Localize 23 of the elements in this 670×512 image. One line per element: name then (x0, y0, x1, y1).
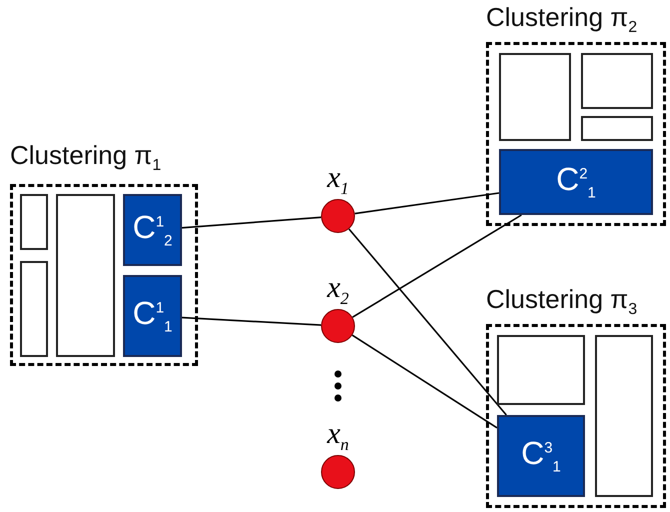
empty-cluster-box (497, 335, 585, 405)
cluster-title: Clustering π$_{3}$ (486, 283, 638, 320)
cluster-box (123, 194, 182, 266)
connector-line (352, 214, 522, 318)
cluster-title: Clustering π$_{2}$ (486, 1, 638, 38)
empty-cluster-box (20, 194, 48, 250)
variable-label: x$_{2}$ (326, 272, 350, 310)
empty-cluster-box (581, 53, 653, 109)
empty-cluster-box (595, 335, 653, 497)
empty-cluster-box (56, 194, 115, 357)
cluster-box (499, 149, 653, 215)
cluster-box (123, 275, 182, 357)
empty-cluster-box (499, 53, 571, 141)
connector-line (352, 334, 498, 428)
connector-line (182, 316, 322, 326)
connector-line (182, 216, 322, 229)
empty-cluster-box (581, 116, 653, 141)
cluster-title: Clustering π$_{1}$ (10, 139, 162, 176)
cluster-box (497, 415, 585, 497)
variable-label: x$_{n}$ (326, 418, 350, 456)
variable-label: x$_{1}$ (326, 162, 350, 200)
empty-cluster-box (20, 261, 48, 357)
connector-line (348, 228, 507, 416)
